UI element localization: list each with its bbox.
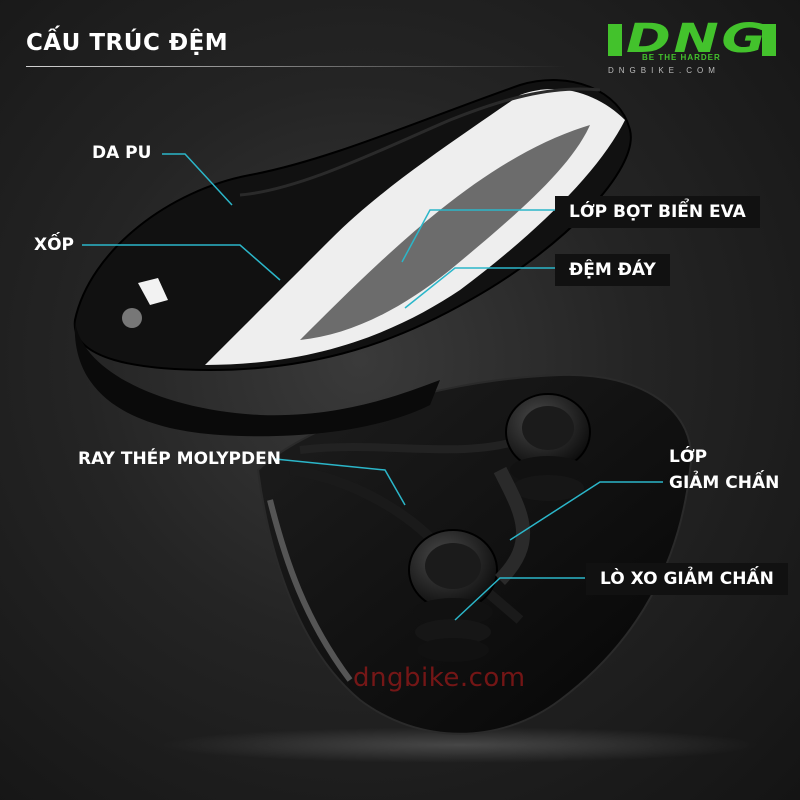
logo-left-badge	[608, 24, 622, 56]
label-dem-day: ĐỆM ĐÁY	[555, 254, 670, 286]
eva-layer	[300, 125, 590, 340]
vent-holes	[122, 308, 142, 328]
steel-rail-2	[299, 436, 522, 454]
label-lop-bot-bien-eva: LỚP BỌT BIỂN EVA	[555, 196, 760, 228]
damper-bracket	[493, 466, 531, 585]
label-da-pu: DA PU	[92, 143, 152, 163]
leader-lo-xo	[454, 577, 585, 621]
label-xop: XỐP	[34, 235, 75, 255]
page-title: CẤU TRÚC ĐỆM	[26, 30, 229, 56]
leader-ray	[274, 458, 406, 506]
label-lop-giam-chan-line2: GIẢM CHẤN	[669, 473, 780, 493]
floor-shadow	[160, 727, 760, 763]
leader-eva	[401, 209, 555, 263]
dng-logo: DNG BE THE HARDER DNGBIKE.COM	[608, 16, 776, 80]
label-lo-xo-giam-chan: LÒ XO GIẢM CHẤN	[586, 563, 788, 595]
front-spring	[408, 529, 498, 662]
label-lop-giam-chan-line1: LỚP	[669, 447, 708, 467]
leader-lines	[82, 153, 663, 621]
cushion-top-fabric	[239, 87, 601, 197]
logo-wordmark: DNG	[626, 16, 769, 62]
logo-url: DNGBIKE.COM	[608, 66, 720, 75]
cushion-base-rim	[74, 320, 440, 437]
watermark: dngbike.com	[353, 663, 526, 693]
leader-giam-chan	[509, 481, 663, 541]
logo-right-badge	[762, 24, 776, 56]
rear-spring	[505, 393, 591, 501]
leader-da-pu	[162, 153, 233, 206]
leader-xop	[82, 244, 281, 281]
title-underline	[26, 66, 566, 67]
label-ray-thep: RAY THÉP MOLYPDEN	[78, 449, 281, 469]
base-side-stripe	[267, 499, 353, 682]
leader-dem-day	[404, 267, 555, 309]
logo-tagline: BE THE HARDER	[642, 53, 721, 62]
reflector-patch	[138, 278, 168, 305]
